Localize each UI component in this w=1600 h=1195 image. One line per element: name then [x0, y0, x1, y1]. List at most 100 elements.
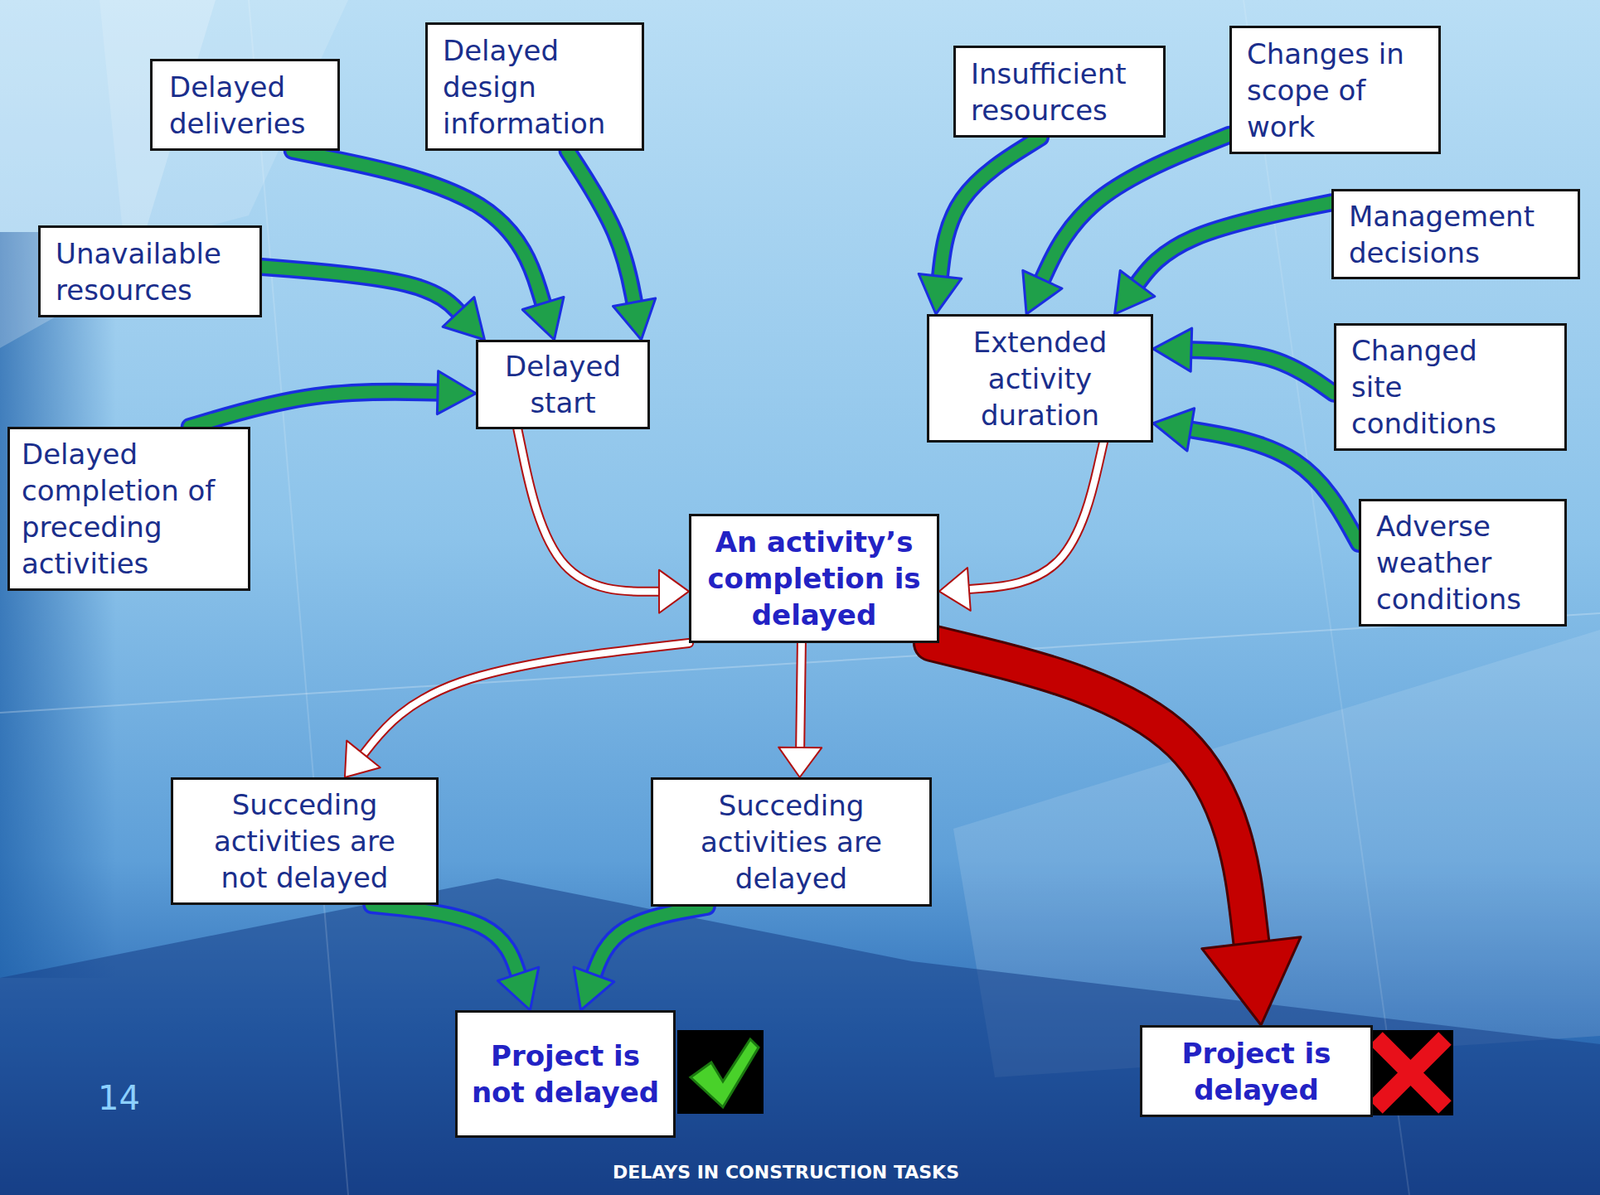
- flow-arrow: [573, 906, 708, 1011]
- arrow-head: [1023, 270, 1062, 315]
- arrow-outline: [360, 643, 689, 758]
- arrow-head: [522, 296, 564, 340]
- arrow-outline: [964, 442, 1104, 590]
- box-text: Management decisions: [1348, 198, 1568, 272]
- box-text: Delayed completion of preceding activiti…: [21, 436, 238, 582]
- check-mark: [690, 1039, 759, 1108]
- box-text: Delayed deliveries: [169, 68, 328, 142]
- arrow-head: [1153, 328, 1193, 372]
- box-text: Adverse weather conditions: [1376, 508, 1555, 618]
- arrow-outline: [567, 150, 636, 309]
- arrow-body: [931, 643, 1253, 956]
- box-text: Project is not delayed: [470, 1037, 660, 1111]
- outcome-box: An activity’s completion is delayed: [688, 513, 940, 644]
- process-box: Extended activity duration: [926, 314, 1154, 443]
- process-box: Succeding activities are delayed: [650, 777, 932, 907]
- box-text: Succeding activities are not delayed: [198, 786, 412, 897]
- flow-arrow: [918, 137, 1041, 315]
- arrow-outline: [591, 906, 708, 980]
- flow-arrow: [517, 429, 689, 614]
- arrow-outline: [1185, 428, 1359, 544]
- arrow-body: [371, 905, 520, 980]
- box-text: Changes in scope of work: [1246, 35, 1431, 146]
- process-box: Changed site conditions: [1333, 323, 1567, 451]
- box-text: Delayed start: [488, 348, 638, 422]
- arrow-outline: [800, 643, 802, 752]
- shade-band: [0, 232, 117, 979]
- process-box: Unavailable resources: [38, 225, 262, 318]
- arrow-body: [567, 150, 636, 309]
- box-text: Unavailable resources: [55, 235, 250, 309]
- arrow-outline: [1039, 135, 1230, 286]
- box-text: An activity’s completion is delayed: [699, 523, 929, 634]
- flow-arrow: [1153, 328, 1334, 394]
- arrow-head: [1115, 271, 1155, 315]
- process-box: Delayed completion of preceding activiti…: [7, 426, 251, 592]
- arrow-body: [591, 906, 708, 980]
- arrow-body: [360, 643, 689, 758]
- arrow-body: [189, 392, 444, 427]
- arrow-head: [344, 741, 381, 778]
- check-icon: [677, 1030, 764, 1115]
- arrow-body: [517, 429, 664, 592]
- outcome-box: Project is delayed: [1139, 1025, 1373, 1118]
- box-text: Project is delayed: [1152, 1035, 1361, 1109]
- process-box: Insufficient resources: [953, 45, 1166, 138]
- arrow-outline: [371, 905, 520, 980]
- flow-arrow: [939, 442, 1104, 611]
- box-text: Extended activity duration: [939, 324, 1141, 434]
- arrow-body: [964, 442, 1104, 590]
- flow-arrow: [189, 371, 476, 427]
- cross-mark: [1376, 1038, 1445, 1108]
- flow-arrow: [1153, 408, 1359, 544]
- flow-arrow: [567, 150, 656, 340]
- glass-panel: [99, 0, 349, 249]
- arrow-body: [800, 643, 802, 752]
- arrow-head: [918, 273, 962, 315]
- process-box: Adverse weather conditions: [1358, 499, 1567, 627]
- arrow-body: [1134, 202, 1332, 288]
- outcome-box: Project is not delayed: [455, 1010, 676, 1139]
- arrow-head: [436, 371, 476, 415]
- page-number: 14: [97, 1079, 141, 1118]
- flow-arrow: [1023, 135, 1230, 315]
- flow-arrow: [371, 905, 539, 1011]
- process-box: Management decisions: [1331, 189, 1581, 280]
- cross-icon: [1367, 1030, 1454, 1116]
- box-text: Changed site conditions: [1351, 332, 1532, 442]
- process-box: Changes in scope of work: [1229, 25, 1441, 155]
- arrow-outline: [1134, 202, 1332, 288]
- flow-arrow: [292, 150, 564, 340]
- process-box: Delayed deliveries: [150, 58, 340, 151]
- arrow-outline: [1185, 349, 1334, 394]
- icon-ground: [677, 1030, 764, 1115]
- arrow-body: [939, 137, 1041, 282]
- process-box: Succeding activities are not delayed: [170, 777, 439, 906]
- arrow-head: [573, 967, 615, 1011]
- arrow-head: [778, 747, 822, 778]
- arrow-head: [1153, 408, 1195, 451]
- icon-ground: [1367, 1030, 1454, 1116]
- flow-arrow: [1115, 202, 1332, 315]
- arrow-body: [261, 266, 463, 317]
- caption: DELAYS IN CONSTRUCTION TASKS: [0, 1162, 1572, 1184]
- arrow-body: [1185, 349, 1334, 394]
- flow-arrow: [344, 643, 689, 778]
- arrow-head: [497, 967, 539, 1011]
- faint-line: [248, 0, 349, 1195]
- box-text: Succeding activities are delayed: [678, 787, 905, 897]
- arrow-outline: [931, 643, 1253, 956]
- bottom-band: [0, 878, 1600, 1195]
- arrow-head: [442, 297, 485, 340]
- arrow-outline: [939, 137, 1041, 282]
- flow-arrow: [261, 266, 485, 340]
- process-box: Delayed design information: [425, 22, 645, 151]
- flow-arrow: [931, 643, 1301, 1026]
- arrow-outline: [517, 429, 664, 592]
- flow-arrow: [778, 643, 822, 778]
- arrow-outline: [189, 392, 444, 427]
- arrow-body: [1039, 135, 1230, 286]
- arrow-head: [613, 298, 656, 340]
